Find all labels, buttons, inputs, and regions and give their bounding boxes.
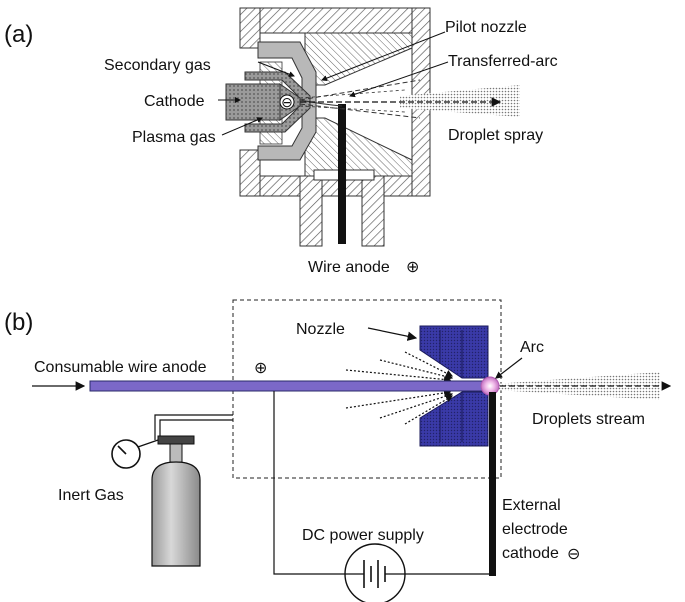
gas-flow-arrows	[345, 351, 454, 425]
label-wire-anode: Wire anode	[308, 259, 390, 276]
pilot-nozzle-shape	[244, 71, 311, 133]
label-arc: Arc	[520, 339, 544, 356]
panel-a: (a) ⊖	[4, 7, 558, 276]
label-external-cathode-sign: ⊖	[567, 546, 580, 563]
label-transferred-arc: Transferred-arc	[448, 53, 558, 70]
label-droplets-stream: Droplets stream	[532, 411, 645, 428]
panel-b: (b)	[4, 299, 672, 602]
label-pilot-nozzle: Pilot nozzle	[445, 19, 527, 36]
dc-circuit	[273, 391, 492, 575]
droplet-spray-plume	[400, 85, 520, 117]
arc-leader	[495, 357, 523, 379]
inert-gas-cylinder	[151, 414, 233, 567]
label-cathode: Cathode	[144, 93, 205, 110]
label-wire-anode-sign: ⊕	[406, 259, 419, 276]
nozzle-leader	[367, 327, 418, 341]
torch-housing	[239, 7, 431, 247]
label-secondary-gas: Secondary gas	[104, 57, 211, 74]
panel-a-tag: (a)	[4, 21, 33, 48]
cathode-body: ⊖	[225, 83, 301, 121]
panel-a-leaders	[218, 31, 449, 136]
arc-lines	[299, 79, 421, 119]
label-plasma-gas: Plasma gas	[132, 129, 216, 146]
panel-b-tag: (b)	[4, 309, 33, 336]
external-electrode-rod	[489, 392, 496, 576]
label-consumable-wire-anode-sign: ⊕	[254, 360, 267, 377]
dc-power-supply-symbol	[344, 543, 406, 602]
label-external-line3: cathode	[502, 545, 559, 562]
label-droplet-spray: Droplet spray	[448, 127, 543, 144]
label-external-line1: External	[502, 497, 561, 514]
wire-anode-rod	[338, 104, 346, 244]
nozzle-blocks	[419, 325, 489, 447]
label-dc-power-supply: DC power supply	[302, 527, 424, 544]
label-consumable-wire-anode: Consumable wire anode	[34, 359, 207, 376]
label-nozzle: Nozzle	[296, 321, 345, 338]
cathode-sign: ⊖	[281, 94, 293, 110]
label-external-line2: electrode	[502, 521, 568, 538]
pressure-gauge-icon	[111, 439, 159, 469]
label-inert-gas: Inert Gas	[58, 487, 124, 504]
consumable-wire	[89, 380, 486, 392]
